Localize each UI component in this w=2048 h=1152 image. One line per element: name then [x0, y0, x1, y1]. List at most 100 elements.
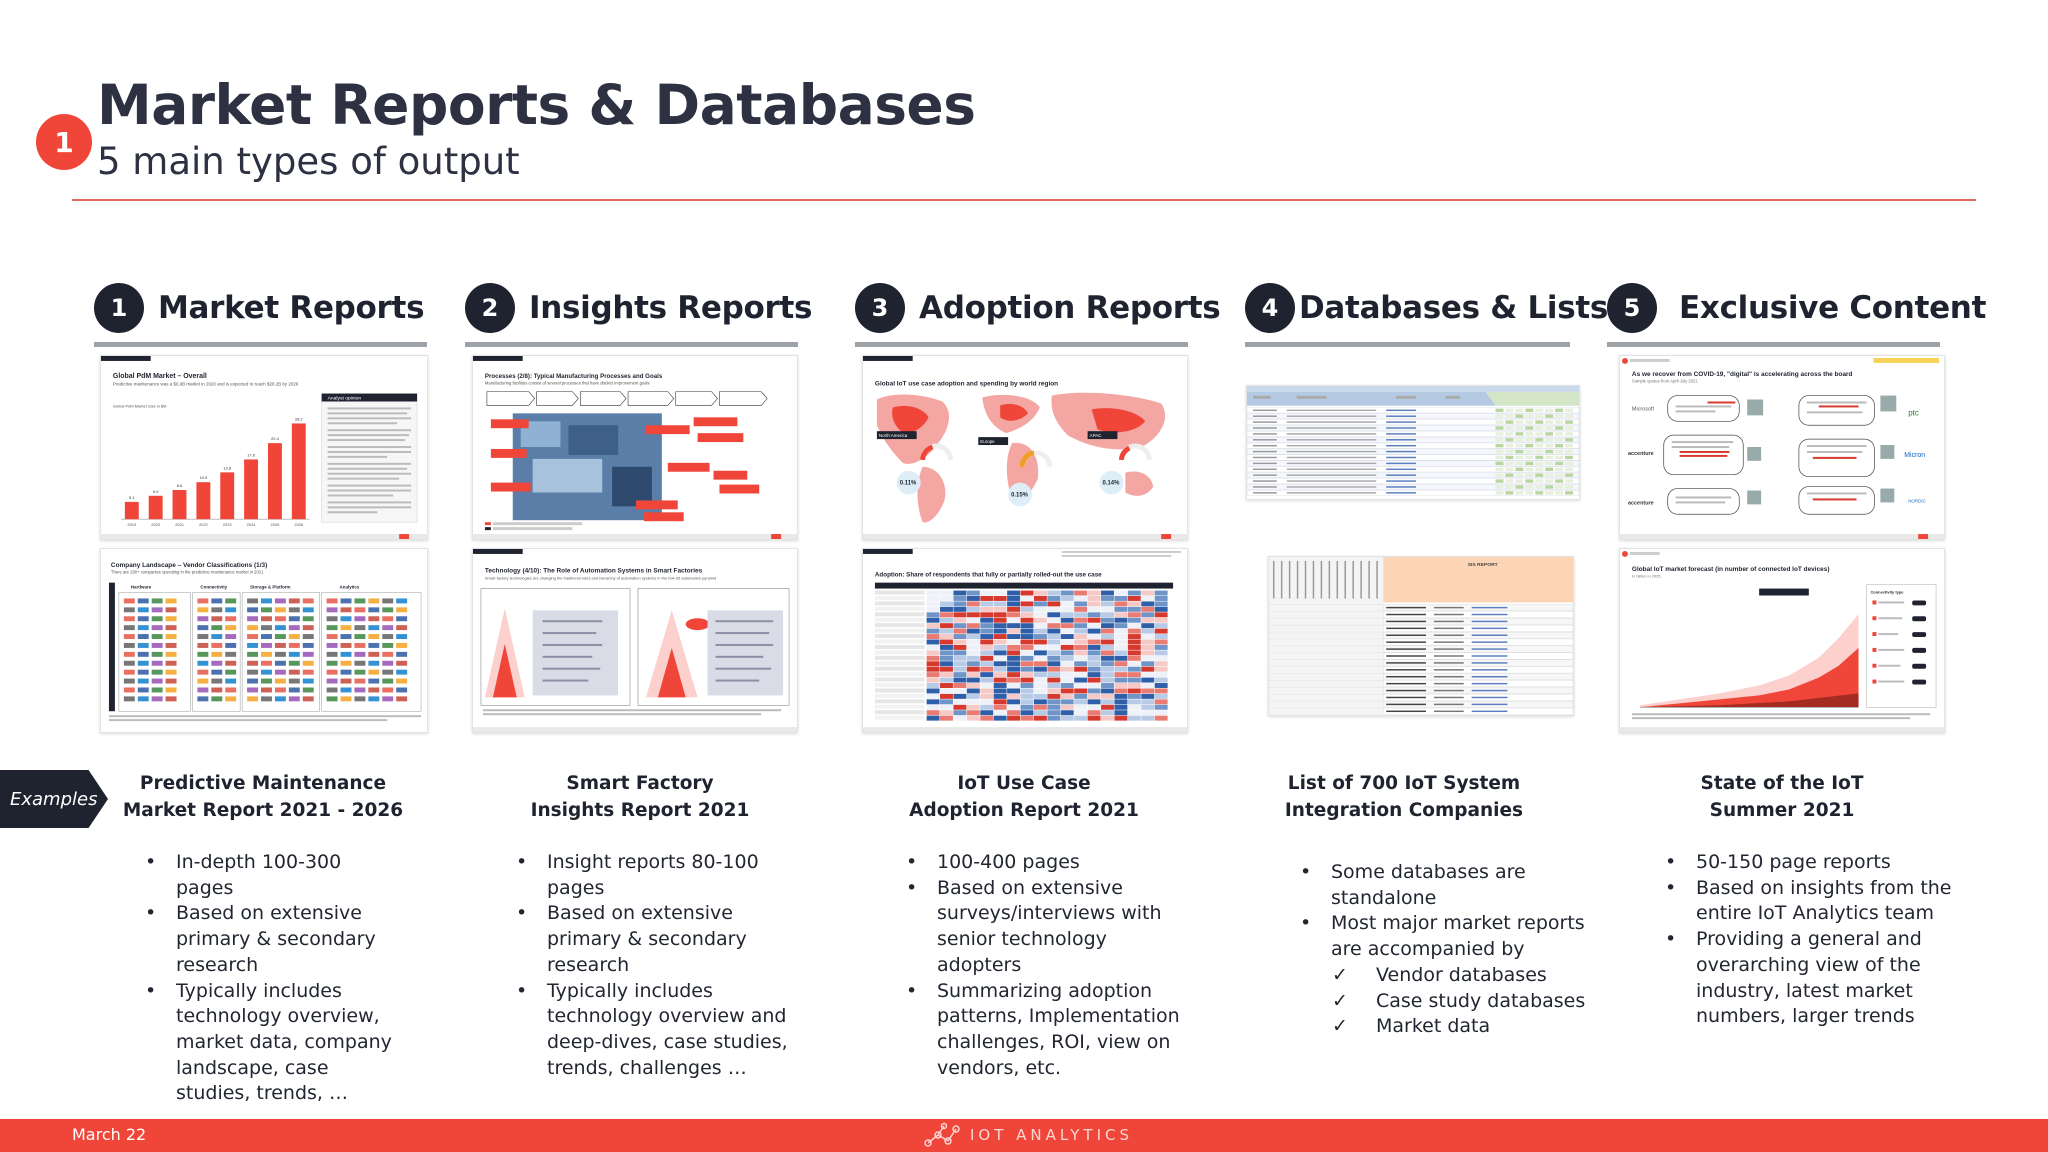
heat-cell	[1141, 677, 1155, 683]
footer-logo: IOT ANALYTICS	[922, 1121, 1133, 1149]
caption-line: Integration Companies	[1284, 800, 1524, 821]
heat-cell	[953, 688, 967, 694]
heat-cell	[940, 628, 953, 634]
caption-database-list: List of 700 IoT System Integration Compa…	[1254, 770, 1554, 824]
vendor-logo	[396, 696, 408, 702]
thumb-title: As we recover from COVID-19, "digital" i…	[1632, 371, 1853, 378]
vendor-logo	[382, 616, 394, 622]
heat-cell	[1087, 628, 1101, 634]
db-flag-cell	[1555, 479, 1564, 483]
heat-cell	[953, 612, 967, 618]
thumb-title: Global IoT use case adoption and spendin…	[875, 381, 1058, 388]
landscape-header: Connectivity	[200, 585, 227, 590]
heat-cell	[993, 617, 1007, 623]
list-cell	[1471, 620, 1508, 623]
list-cell	[1386, 648, 1426, 650]
heat-cell	[940, 650, 953, 656]
heat-cell	[926, 617, 940, 623]
list-cell	[1471, 710, 1508, 713]
vendor-logo	[288, 651, 300, 657]
heat-cell	[980, 595, 994, 601]
heat-cell	[1047, 704, 1061, 710]
heat-cell	[1141, 655, 1155, 661]
heat-cell	[953, 693, 967, 699]
heat-row-label	[874, 699, 925, 704]
heat-cell	[1141, 639, 1155, 645]
column-divider	[1607, 342, 1940, 347]
heat-cell	[1114, 704, 1128, 710]
heat-cell	[1020, 644, 1034, 650]
heat-cell	[940, 704, 953, 710]
db-cell	[1286, 433, 1377, 435]
db-flag-cell	[1545, 443, 1554, 448]
heat-cell	[1074, 634, 1088, 640]
heat-cell	[966, 672, 980, 678]
vendor-logo	[396, 607, 408, 613]
heat-cell	[980, 655, 994, 661]
heat-cell	[926, 634, 940, 640]
db-flag-cell	[1495, 485, 1504, 489]
heat-cell	[966, 601, 980, 607]
heat-cell	[966, 617, 980, 623]
vendor-logo	[340, 607, 352, 613]
list-cell	[1386, 627, 1426, 630]
heat-cell	[1020, 672, 1034, 678]
heat-row-label	[874, 710, 925, 715]
heat-cell	[980, 606, 994, 612]
vendor-logo	[225, 598, 237, 604]
column-divider	[94, 342, 427, 347]
db-flag-cell	[1545, 438, 1554, 442]
thumb-panel-title: Analyst opinion	[328, 396, 362, 402]
db-flag-cell	[1545, 467, 1554, 471]
adoption-heatmap	[874, 590, 1168, 721]
vendor-logo	[396, 678, 408, 684]
heat-cell	[1074, 612, 1088, 618]
vendor-logo	[326, 669, 338, 675]
heat-cell	[1127, 644, 1141, 650]
heat-cell	[1074, 644, 1088, 650]
vendor-logo	[340, 642, 352, 648]
heat-cell	[1127, 595, 1141, 601]
heat-cell	[1114, 639, 1128, 645]
db-cell	[1286, 468, 1377, 471]
db-cell	[1252, 439, 1277, 441]
list-header: SIS REPORT	[1468, 562, 1498, 568]
heat-cell	[1020, 612, 1034, 618]
heat-cell	[1033, 683, 1047, 688]
list-column-header	[1320, 560, 1323, 599]
list-cell	[1433, 606, 1464, 609]
heat-cell	[926, 655, 940, 661]
heat-cell	[1047, 612, 1061, 618]
heat-cell	[1101, 623, 1114, 629]
pdm-bar-label: 22.4	[271, 436, 280, 441]
vendor-logo	[225, 660, 237, 666]
heat-cell	[1141, 666, 1155, 672]
db-flag-cell	[1565, 414, 1574, 418]
vendor-logo	[382, 607, 394, 613]
db-flag-cell	[1505, 432, 1514, 436]
vendor-logo	[340, 625, 352, 631]
vendor-logo	[340, 598, 352, 604]
heat-cell	[993, 677, 1007, 683]
db-flag-cell	[1535, 473, 1544, 477]
db-flag-cell	[1505, 485, 1514, 489]
heat-row-label	[874, 650, 925, 655]
db-flag-cell	[1525, 461, 1534, 466]
heat-cell	[1060, 655, 1074, 661]
heat-cell	[1141, 601, 1155, 607]
vendor-logo	[326, 634, 338, 640]
vendor-logo	[368, 598, 380, 604]
list-cell	[1471, 675, 1508, 678]
list-column-header	[1352, 560, 1354, 599]
heat-cell	[1141, 612, 1155, 618]
list-cell	[1471, 627, 1508, 630]
vendor-logo	[137, 598, 149, 604]
heat-cell	[1127, 590, 1141, 596]
vendor-logo	[274, 669, 286, 675]
heat-cell	[1074, 693, 1088, 699]
heat-cell	[1101, 595, 1114, 601]
db-cell	[1286, 462, 1377, 465]
heat-cell	[1007, 601, 1021, 607]
heat-cell	[940, 644, 953, 650]
vendor-logo	[382, 660, 394, 666]
